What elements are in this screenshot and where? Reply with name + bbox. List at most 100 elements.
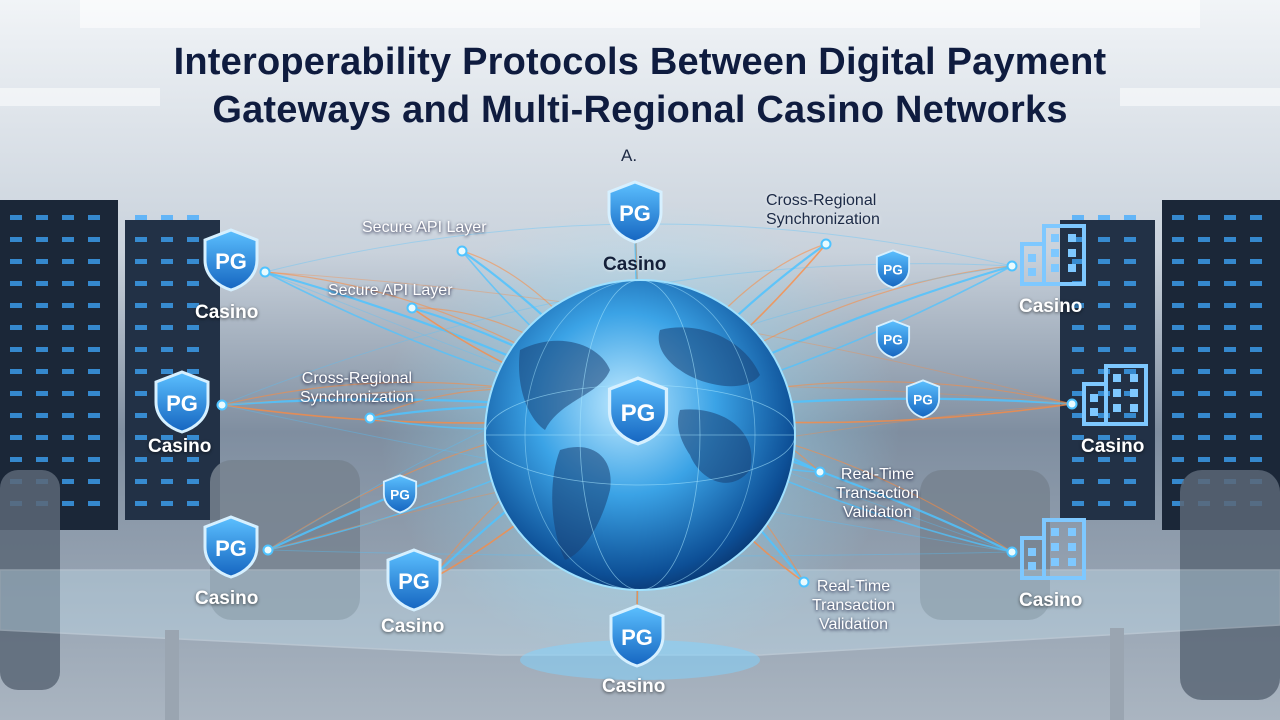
rack-light (36, 281, 48, 286)
rack-light (1072, 413, 1084, 418)
rack-light (62, 281, 74, 286)
rack-light (1172, 325, 1184, 330)
page-title: Interoperability Protocols Between Digit… (0, 38, 1280, 134)
rack-light (187, 347, 199, 352)
rack-light (1198, 369, 1210, 374)
pg-shield-text: PG (883, 263, 903, 278)
gateway-node-left-3: PG (202, 515, 260, 584)
rack-light (1198, 347, 1210, 352)
title-line-1: Interoperability Protocols Between Digit… (173, 41, 1107, 83)
rack-light (135, 303, 147, 308)
casino-label-right-3: Casino (1019, 590, 1083, 611)
pg-shield-text: PG (619, 201, 651, 226)
link-label-line: Synchronization (300, 389, 414, 406)
gateway-node-bottom: PG (608, 604, 666, 673)
rack-light (36, 237, 48, 242)
rack-light (62, 435, 74, 440)
rack-light (1224, 259, 1236, 264)
link-label-line: Real-Time (816, 578, 891, 595)
rack-light (161, 325, 173, 330)
gateway-node-hub: PG (606, 376, 670, 451)
rack-light (1172, 479, 1184, 484)
rack-light (36, 391, 48, 396)
rack-light (88, 457, 100, 462)
gateway-label-left-3: Casino (195, 588, 259, 609)
gateway-node-mini: PG (875, 318, 911, 365)
rack-light (1172, 259, 1184, 264)
rack-light (10, 347, 22, 352)
link-endpoint-dot (1006, 546, 1018, 558)
rack-light (1172, 347, 1184, 352)
rack-light (1072, 435, 1084, 440)
gateway-node-mini: PG (382, 473, 418, 520)
rack-light (187, 325, 199, 330)
rack-light (161, 369, 173, 374)
rack-light (1124, 303, 1136, 308)
gateway-node-left-1: PG (202, 228, 260, 297)
rack-light (1172, 281, 1184, 286)
rack-light (36, 325, 48, 330)
rack-light (62, 215, 74, 220)
rack-light (187, 479, 199, 484)
rack-light (1198, 435, 1210, 440)
rack-light (10, 237, 22, 242)
link-label-cross-regional-top: Cross-Regional Synchronization (766, 191, 880, 229)
rack-light (62, 479, 74, 484)
rack-light (36, 457, 48, 462)
rack-light (1098, 347, 1110, 352)
rack-light (161, 457, 173, 462)
pg-shield-icon: PG (875, 319, 911, 359)
rack-light (10, 215, 22, 220)
pg-shield-icon: PG (875, 249, 911, 289)
rack-light (161, 347, 173, 352)
pg-shield-icon: PG (607, 376, 669, 446)
rack-light (1172, 457, 1184, 462)
rack-light (1198, 391, 1210, 396)
rack-light (1198, 259, 1210, 264)
rack-light (187, 369, 199, 374)
rack-light (1250, 347, 1262, 352)
casino-label-right-1: Casino (1019, 296, 1083, 317)
rack-light (10, 325, 22, 330)
rack-light (88, 369, 100, 374)
rack-light (1098, 259, 1110, 264)
rack-light (1224, 391, 1236, 396)
title-line-2: Gateways and Multi-Regional Casino Netwo… (212, 89, 1068, 131)
rack-light (62, 501, 74, 506)
rack-light (135, 347, 147, 352)
link-label-secure-api-2: Secure API Layer (328, 282, 453, 299)
ceiling-light (0, 88, 160, 106)
pg-shield-icon: PG (203, 228, 259, 292)
building-icon (1020, 518, 1086, 580)
casino-node-right-3 (1018, 516, 1088, 585)
rack-light (1124, 215, 1136, 220)
rack-light (1072, 215, 1084, 220)
gateway-label-top: Casino (603, 254, 667, 275)
rack-light (10, 369, 22, 374)
rack-light (161, 435, 173, 440)
rack-light (88, 391, 100, 396)
rack-light (187, 215, 199, 220)
rack-light (1224, 325, 1236, 330)
rack-light (62, 325, 74, 330)
rack-light (1224, 237, 1236, 242)
section-marker: A. (621, 146, 638, 165)
rack-light (36, 303, 48, 308)
rack-light (1072, 501, 1084, 506)
pg-shield-icon: PG (905, 379, 941, 419)
gateway-label-bottom: Casino (602, 676, 666, 697)
rack-light (1098, 215, 1110, 220)
rack-light (187, 259, 199, 264)
pg-shield-icon: PG (386, 548, 442, 612)
link-endpoint-dot (364, 412, 376, 424)
rack-light (1172, 501, 1184, 506)
rack-light (187, 457, 199, 462)
rack-light (1124, 457, 1136, 462)
rack-light (62, 391, 74, 396)
rack-light (10, 391, 22, 396)
pg-shield-text: PG (215, 249, 247, 274)
rack-light (1172, 237, 1184, 242)
link-endpoint-dot (406, 302, 418, 314)
rack-light (1124, 347, 1136, 352)
pg-shield-text: PG (390, 488, 410, 503)
